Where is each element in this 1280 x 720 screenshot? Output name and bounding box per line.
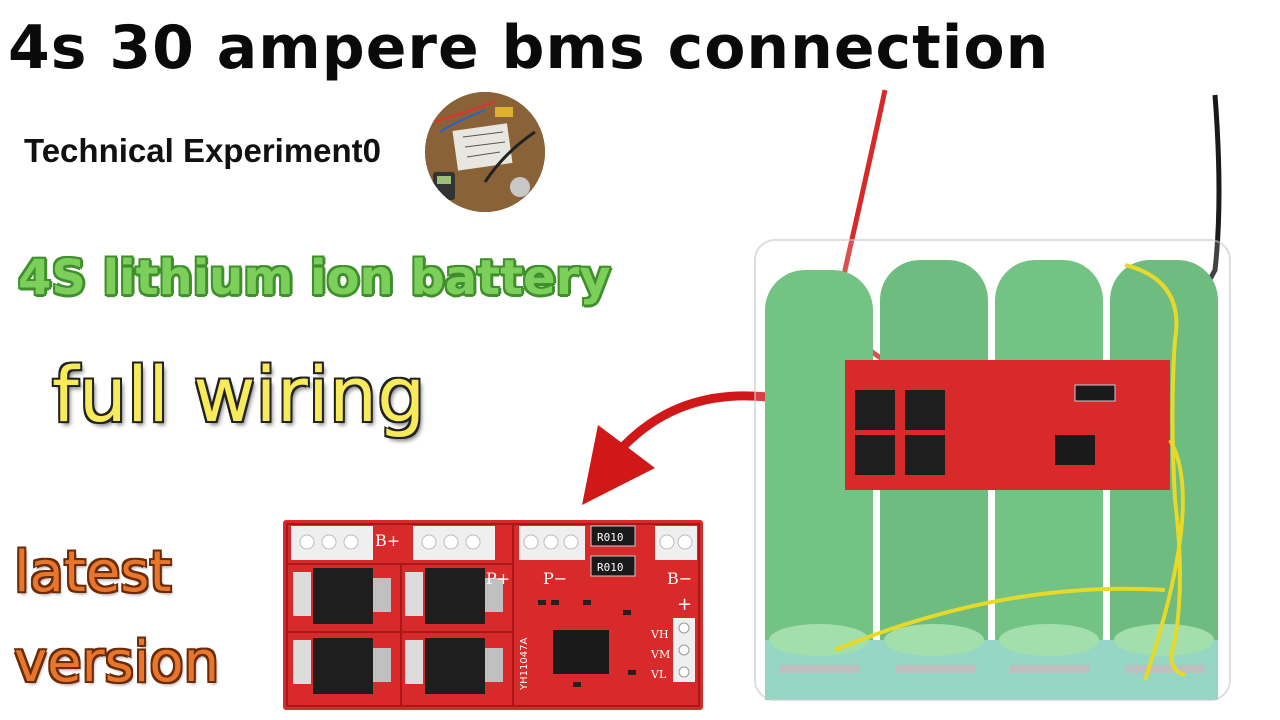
pointer-arrow-icon — [582, 391, 780, 505]
pad-row — [291, 526, 697, 560]
p-minus-label: P− — [543, 569, 567, 588]
model-label: YH11047A — [519, 638, 530, 691]
vh-label: VH — [650, 628, 669, 641]
mosfet-group — [293, 568, 503, 694]
mounted-bms — [845, 360, 1170, 490]
resistor-label-2: R010 — [597, 561, 624, 574]
p-plus-label: P+ — [486, 569, 510, 588]
battery-pack-photo — [754, 89, 1231, 701]
battery-subtitle: 4S lithium ion battery — [18, 250, 611, 306]
b-minus-label: B− — [667, 569, 692, 588]
thumbnail-title: 4s 30 ampere bms connection — [8, 13, 1050, 83]
vl-label: VL — [650, 668, 667, 681]
version-label: version — [14, 630, 220, 695]
b-plus-label: B+ — [375, 531, 400, 550]
latest-label: latest — [14, 540, 172, 605]
resistor-label-1: R010 — [597, 531, 624, 544]
workbench-image-icon — [425, 92, 545, 212]
plus-label: + — [677, 594, 692, 615]
bms-board: B+ P+ P− B− + R010 R010 YH11047A VH VM V… — [283, 520, 703, 710]
wiring-subtitle: full wiring — [52, 350, 426, 439]
channel-avatar — [425, 92, 545, 212]
channel-name: Technical Experiment0 — [24, 132, 382, 169]
vm-label: VM — [650, 648, 670, 661]
